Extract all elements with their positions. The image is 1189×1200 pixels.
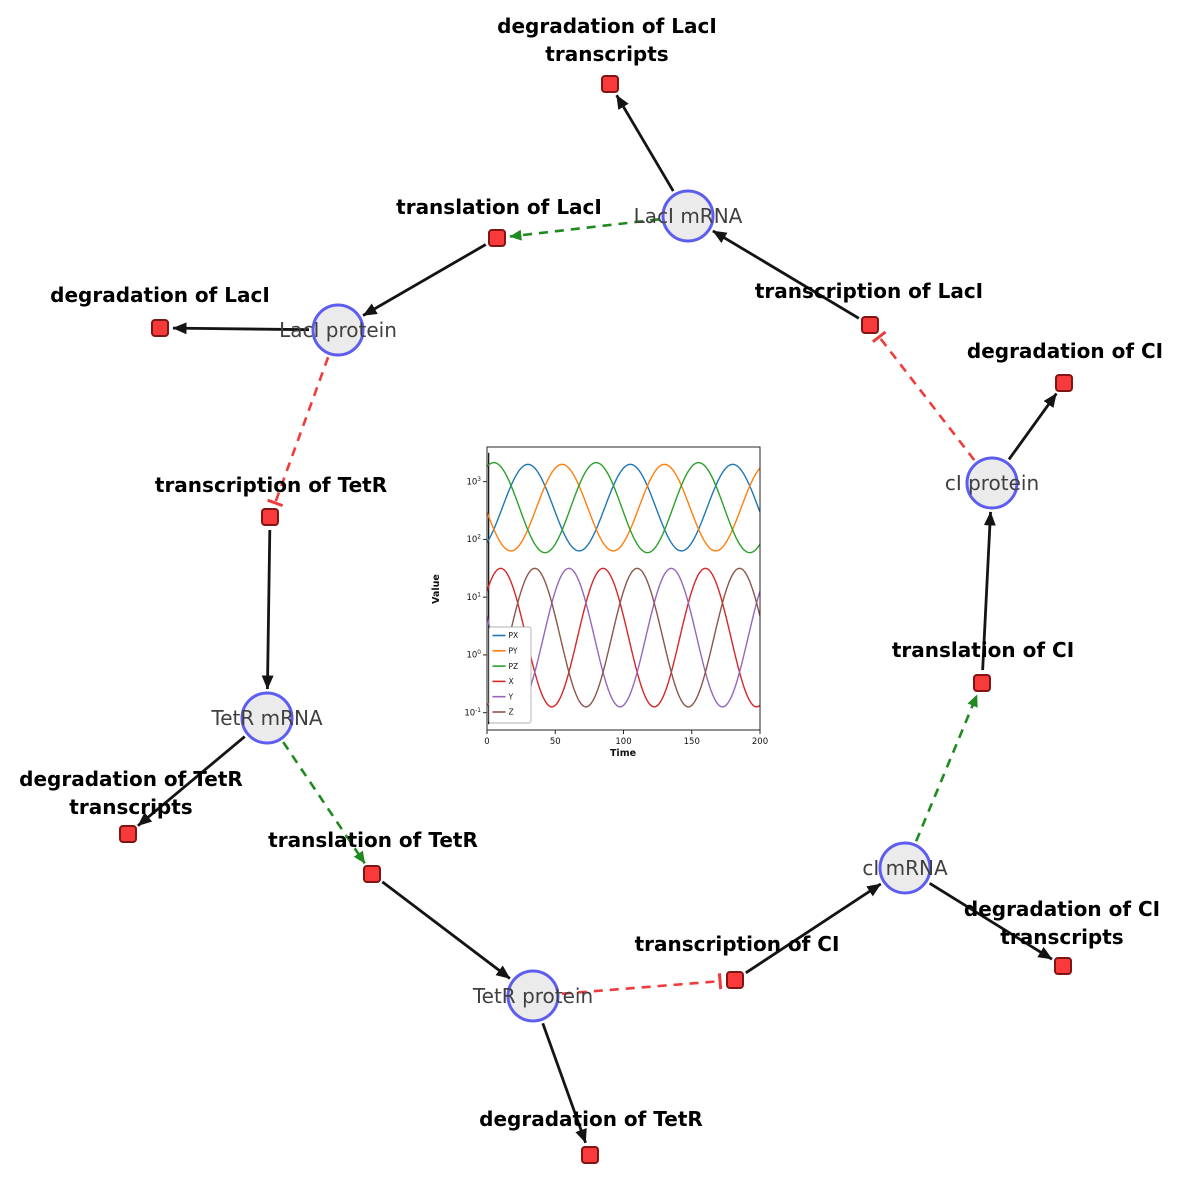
species-node-laci-mrna bbox=[661, 189, 715, 243]
legend-label-PZ: PZ bbox=[509, 662, 519, 671]
reaction-label-line: transcription of CI bbox=[634, 932, 840, 956]
edge-translation-tetr-tetr-protein bbox=[381, 880, 511, 980]
series-line-X bbox=[486, 567, 761, 708]
x-tick-label: 150 bbox=[684, 737, 700, 747]
reaction-label-line: degradation of CI bbox=[966, 339, 1164, 363]
species-node-tetr-mrna bbox=[240, 691, 294, 745]
chart-legend: PX PY PZ XYZ bbox=[488, 626, 532, 724]
edge-ci-mrna-deg-ci-transcripts bbox=[928, 882, 1053, 961]
edge-ci-mrna-translation-ci bbox=[914, 694, 979, 842]
reaction-label-deg-tetr-transcripts: degradation of TetR transcripts bbox=[19, 765, 243, 821]
reaction-node-transcription-tetr bbox=[261, 508, 279, 526]
species-label-laci-mrna: LacI mRNA bbox=[633, 204, 743, 228]
reaction-label-line: degradation of CI bbox=[963, 897, 1161, 921]
reaction-label-translation-laci: translation of LacI bbox=[396, 193, 602, 221]
reaction-label-transcription-ci: transcription of CI bbox=[635, 930, 840, 958]
y-tick-label: 100 bbox=[466, 650, 481, 661]
species-node-tetr-protein bbox=[506, 969, 560, 1023]
species-label-ci-mrna: cI mRNA bbox=[862, 856, 948, 880]
reaction-node-translation-laci bbox=[488, 229, 506, 247]
species-label-ci-protein: cI protein bbox=[944, 471, 1040, 495]
reaction-node-transcription-ci bbox=[726, 971, 744, 989]
edge-translation-ci-ci-protein bbox=[981, 511, 996, 671]
y-axis-label: Value bbox=[431, 574, 442, 604]
edge-tetr-protein-degradation-tetr bbox=[541, 1022, 587, 1144]
chart-series bbox=[486, 452, 761, 725]
reaction-node-transcription-laci bbox=[861, 316, 879, 334]
edge-tetr-mrna-deg-tetr-transcripts bbox=[137, 735, 246, 827]
edge-transcription-tetr-tetr-mrna bbox=[261, 529, 274, 690]
reaction-label-degradation-tetr: degradation of TetR bbox=[479, 1105, 703, 1133]
legend-label-PX: PX bbox=[509, 631, 519, 640]
reaction-node-deg-laci-transcripts bbox=[601, 75, 619, 93]
x-tick-label: 200 bbox=[752, 737, 768, 747]
reaction-label-line: degradation of LacI bbox=[50, 283, 270, 307]
reaction-label-transcription-tetr: transcription of TetR bbox=[155, 471, 387, 499]
reaction-label-line: transcripts bbox=[69, 795, 193, 819]
reaction-node-degradation-laci bbox=[151, 319, 169, 337]
species-label-laci-protein: LacI protein bbox=[279, 318, 397, 342]
edge-ci-protein-degradation-ci bbox=[1007, 392, 1058, 461]
reaction-node-deg-tetr-transcripts bbox=[119, 825, 137, 843]
series-line-PX bbox=[486, 463, 761, 552]
x-tick-label: 50 bbox=[550, 737, 561, 747]
reaction-node-deg-ci-transcripts bbox=[1054, 957, 1072, 975]
reaction-label-deg-laci-transcripts: degradation of LacI transcripts bbox=[497, 12, 717, 68]
reaction-label-line: transcripts bbox=[545, 42, 669, 66]
series-line-PY bbox=[486, 463, 761, 552]
reaction-label-deg-ci-transcripts: degradation of CI transcripts bbox=[964, 895, 1160, 951]
edge-ci-protein-transcription-laci bbox=[871, 330, 976, 461]
series-line-Y bbox=[486, 567, 761, 708]
y-tick-label: 103 bbox=[466, 477, 481, 488]
reaction-label-line: translation of TetR bbox=[268, 828, 478, 852]
y-tick-label: 102 bbox=[466, 535, 481, 546]
reaction-label-line: transcripts bbox=[1000, 925, 1124, 949]
species-label-tetr-mrna: TetR mRNA bbox=[211, 706, 323, 730]
reaction-node-degradation-tetr bbox=[581, 1146, 599, 1164]
species-node-laci-protein bbox=[311, 303, 365, 357]
legend-label-X: X bbox=[509, 677, 514, 686]
chart-axes: 0 50 100 150 200 10-1 100 101 102 103 bbox=[464, 446, 768, 747]
edge-transcription-laci-laci-mrna bbox=[712, 229, 860, 320]
reaction-label-translation-tetr: translation of TetR bbox=[268, 826, 478, 854]
reaction-node-translation-tetr bbox=[363, 865, 381, 883]
y-tick-label: 10-1 bbox=[464, 708, 481, 719]
edge-tetr-protein-transcription-ci bbox=[561, 973, 723, 996]
legend-label-PY: PY bbox=[509, 647, 518, 656]
reaction-label-degradation-laci: degradation of LacI bbox=[50, 281, 270, 309]
reaction-label-line: degradation of TetR bbox=[19, 767, 243, 791]
x-tick-label: 0 bbox=[484, 737, 489, 747]
edge-translation-laci-laci-protein bbox=[362, 243, 487, 317]
reaction-label-degradation-ci: degradation of CI bbox=[967, 337, 1163, 365]
edge-laci-mrna-deg-laci-transcripts bbox=[615, 94, 675, 192]
legend-label-Y: Y bbox=[508, 692, 514, 701]
edge-transcription-ci-ci-mrna bbox=[745, 882, 882, 975]
reaction-label-line: degradation of TetR bbox=[479, 1107, 703, 1131]
species-node-ci-protein bbox=[965, 456, 1019, 510]
x-axis-label: Time bbox=[610, 748, 636, 759]
reaction-label-line: translation of CI bbox=[891, 638, 1075, 662]
reaction-node-translation-ci bbox=[973, 674, 991, 692]
species-node-ci-mrna bbox=[878, 841, 932, 895]
legend-label-Z: Z bbox=[509, 708, 514, 717]
reaction-label-line: transcription of LacI bbox=[754, 279, 984, 303]
x-tick-label: 100 bbox=[615, 737, 631, 747]
edge-laci-protein-transcription-tetr bbox=[267, 356, 330, 508]
reaction-label-transcription-laci: transcription of LacI bbox=[755, 277, 983, 305]
reaction-label-line: transcription of TetR bbox=[154, 473, 388, 497]
reaction-label-line: degradation of LacI bbox=[497, 14, 717, 38]
reaction-node-degradation-ci bbox=[1055, 374, 1073, 392]
species-label-tetr-protein: TetR protein bbox=[472, 984, 594, 1008]
edge-tetr-mrna-translation-tetr bbox=[282, 741, 366, 864]
y-tick-label: 101 bbox=[466, 592, 481, 603]
reaction-label-line: translation of LacI bbox=[396, 195, 602, 219]
edge-laci-protein-degradation-laci bbox=[172, 322, 310, 335]
simulation-chart: 0 50 100 150 200 10-1 100 101 102 103 PX PY PZ XYZ T… bbox=[431, 446, 768, 759]
series-line-PZ bbox=[486, 461, 761, 554]
reaction-label-translation-ci: translation of CI bbox=[892, 636, 1074, 664]
series-line-Z bbox=[486, 567, 761, 708]
